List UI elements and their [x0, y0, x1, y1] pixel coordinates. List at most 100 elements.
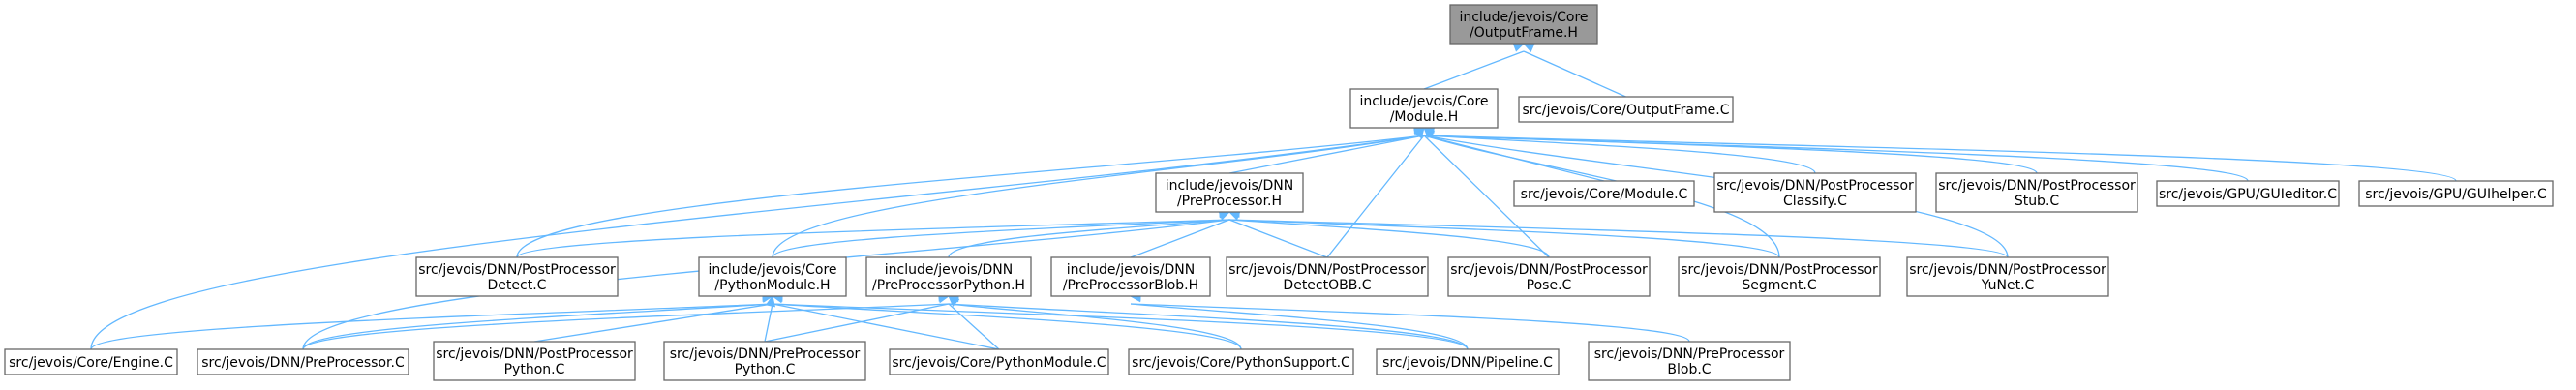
- node-label: src/jevois/Core/Module.C: [1521, 187, 1688, 202]
- edge-pp-yunet-c-to-preprocessor-h: [1228, 219, 2009, 258]
- node-label: /PreProcessorPython.H: [872, 278, 1025, 293]
- node-label: include/jevois/Core: [1359, 94, 1488, 109]
- node-guihelper-c[interactable]: src/jevois/GPU/GUIhelper.C: [2358, 180, 2554, 207]
- node-label: /PythonModule.H: [714, 278, 830, 293]
- node-label: src/jevois/Core/PythonModule.C: [892, 355, 1106, 371]
- node-label: src/jevois/DNN/PreProcessor.C: [201, 355, 405, 371]
- node-label: src/jevois/DNN/PostProcessor: [1909, 262, 2106, 278]
- edge-prep-python-c-to-pythonmodule-h: [764, 303, 773, 343]
- node-label: src/jevois/DNN/PostProcessor: [1681, 262, 1878, 278]
- node-label: src/jevois/Core/Engine.C: [9, 355, 173, 371]
- edge-pp-python-c-to-pythonmodule-h: [533, 303, 773, 343]
- node-label: Classify.C: [1783, 194, 1847, 209]
- node-label: Python.C: [504, 362, 565, 377]
- edge-pp-segment-c-to-preprocessor-h: [1228, 219, 1780, 258]
- node-pythonmodule-h[interactable]: include/jevois/Core/PythonModule.H: [698, 256, 847, 297]
- node-box: [197, 348, 409, 375]
- node-label: src/jevois/DNN/PreProcessor: [1594, 346, 1785, 362]
- node-label: src/jevois/DNN/Pipeline.C: [1382, 355, 1553, 371]
- node-label: src/jevois/DNN/PostProcessor: [1938, 178, 2136, 194]
- edge-pp-detect-c-to-module-h: [516, 135, 1425, 258]
- edge-pp-classify-c-to-module-h: [1423, 135, 1816, 174]
- node-label: Stub.C: [2015, 194, 2060, 209]
- node-box: [1050, 256, 1211, 297]
- edge-pipeline-c-to-pythonmodule-h: [772, 303, 1469, 350]
- node-prep-blob-c[interactable]: src/jevois/DNN/PreProcessorBlob.C: [1588, 341, 1791, 381]
- node-box: [1518, 96, 1734, 123]
- node-guieditor-c[interactable]: src/jevois/GPU/GUIeditor.C: [2156, 180, 2340, 207]
- node-core-pythonmodule-c[interactable]: src/jevois/Core/PythonModule.C: [889, 348, 1109, 375]
- edge-preprocessorpython-h-to-preprocessor-h: [948, 219, 1230, 258]
- edge-pp-detect-c-to-preprocessor-h: [516, 219, 1230, 258]
- node-box: [1588, 341, 1791, 381]
- node-label: Blob.C: [1667, 362, 1711, 377]
- edge-pipeline-c-to-preprocessorpython-h: [948, 303, 1469, 350]
- node-label: DetectOBB.C: [1283, 278, 1371, 293]
- node-box: [2156, 180, 2340, 207]
- node-box: [1155, 172, 1304, 213]
- node-label: include/jevois/Core: [1459, 10, 1588, 25]
- edge-pp-pose-c-to-preprocessor-h: [1228, 219, 1550, 258]
- edge-prep-python-c-to-preprocessorpython-h: [764, 303, 950, 343]
- node-box: [4, 348, 178, 375]
- node-label: include/jevois/Core: [708, 262, 836, 278]
- edge-core-pythonsupport-c-to-preprocessorpython-h: [948, 303, 1242, 350]
- node-box: [889, 348, 1109, 375]
- node-outputframe-h[interactable]: include/jevois/Core/OutputFrame.H: [1449, 4, 1598, 45]
- node-core-pythonsupport-c[interactable]: src/jevois/Core/PythonSupport.C: [1128, 348, 1354, 375]
- node-engine-c[interactable]: src/jevois/Core/Engine.C: [4, 348, 178, 375]
- node-label: /PreProcessorBlob.H: [1063, 278, 1198, 293]
- node-box: [1906, 256, 2109, 297]
- edge-pythonmodule-h-to-module-h: [772, 135, 1425, 258]
- node-box: [415, 256, 619, 297]
- node-preprocessorpython-h[interactable]: include/jevois/DNN/PreProcessorPython.H: [865, 256, 1032, 297]
- node-pipeline-c[interactable]: src/jevois/DNN/Pipeline.C: [1376, 348, 1560, 375]
- node-box: [1128, 348, 1354, 375]
- node-dnn-preprocessor-c[interactable]: src/jevois/DNN/PreProcessor.C: [197, 348, 409, 375]
- edge-pp-detectobb-c-to-module-h: [1326, 135, 1425, 258]
- node-box: [1349, 88, 1499, 129]
- node-box: [1449, 4, 1598, 45]
- node-label: include/jevois/DNN: [1166, 178, 1293, 194]
- node-outputframe-c[interactable]: src/jevois/Core/OutputFrame.C: [1518, 96, 1734, 123]
- node-module-h[interactable]: include/jevois/Core/Module.H: [1349, 88, 1499, 129]
- node-label: src/jevois/DNN/PostProcessor: [436, 346, 633, 362]
- edge-core-pythonmodule-c-to-pythonmodule-h: [772, 303, 1000, 350]
- edge-dnn-preprocessor-c-to-pythonmodule-h: [302, 303, 773, 350]
- node-label: /PreProcessor.H: [1177, 194, 1282, 209]
- node-label: Python.C: [735, 362, 796, 377]
- node-core-module-c[interactable]: src/jevois/Core/Module.C: [1513, 180, 1695, 207]
- node-box: [1935, 172, 2138, 213]
- node-box: [1678, 256, 1881, 297]
- node-label: Detect.C: [488, 278, 547, 293]
- node-label: src/jevois/Core/OutputFrame.C: [1522, 103, 1729, 118]
- node-preprocessorblob-h[interactable]: include/jevois/DNN/PreProcessorBlob.H: [1050, 256, 1211, 297]
- node-label: src/jevois/Core/PythonSupport.C: [1132, 355, 1350, 371]
- node-preprocessor-h[interactable]: include/jevois/DNN/PreProcessor.H: [1155, 172, 1304, 213]
- node-prep-python-c[interactable]: src/jevois/DNN/PreProcessorPython.C: [663, 341, 866, 381]
- node-box: [1376, 348, 1560, 375]
- edge-module-h-to-outputframe-h: [1423, 50, 1525, 90]
- edge-pythonmodule-h-to-preprocessor-h: [772, 219, 1230, 258]
- node-box: [865, 256, 1032, 297]
- node-label: include/jevois/DNN: [1067, 262, 1195, 278]
- edge-outputframe-c-to-outputframe-h: [1523, 50, 1626, 98]
- node-label: /OutputFrame.H: [1470, 25, 1578, 41]
- edge-pp-detectobb-c-to-preprocessor-h: [1228, 219, 1328, 258]
- node-label: /Module.H: [1390, 109, 1459, 125]
- node-label: src/jevois/DNN/PostProcessor: [418, 262, 616, 278]
- node-box: [663, 341, 866, 381]
- node-box: [2358, 180, 2554, 207]
- node-box: [1226, 256, 1429, 297]
- edge-engine-c-to-module-h: [90, 135, 1425, 350]
- edge-preprocessorblob-h-to-preprocessor-h: [1130, 219, 1230, 258]
